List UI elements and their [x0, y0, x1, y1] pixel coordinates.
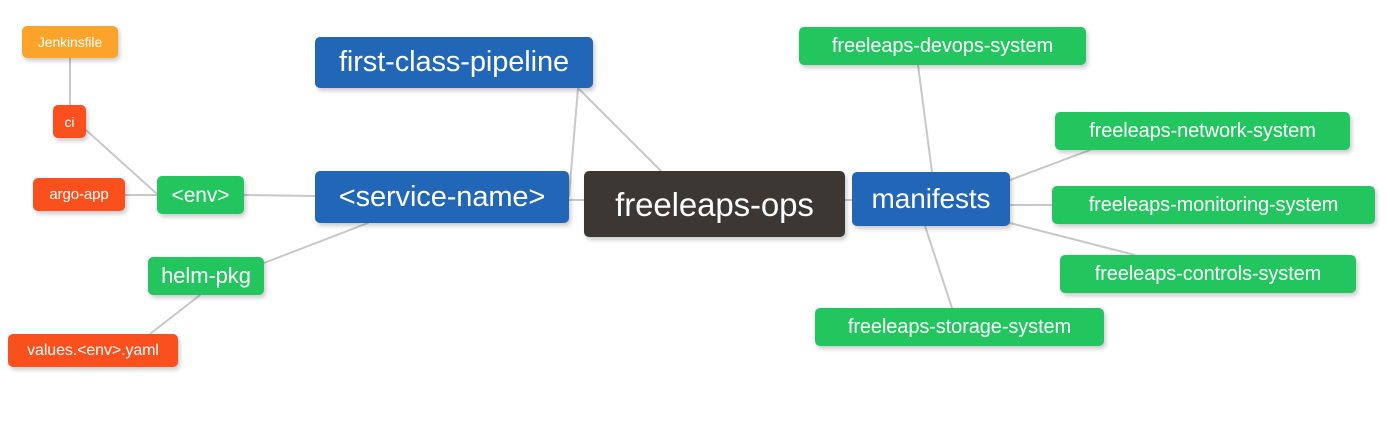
node-freeleaps-controls-system[interactable]: freeleaps-controls-system: [1060, 255, 1356, 293]
node-label-env: <env>: [171, 183, 230, 207]
node-freeleaps-storage-system[interactable]: freeleaps-storage-system: [815, 308, 1104, 346]
node-ci[interactable]: ci: [53, 105, 86, 138]
node-label-values-env-yaml: values.<env>.yaml: [27, 341, 159, 359]
edge-helm-pkg-to-values-env-yaml: [149, 294, 201, 335]
edge-env-to-service-name: [243, 194, 316, 197]
node-label-jenkinsfile: Jenkinsfile: [37, 34, 103, 50]
node-label-freeleaps-network-system: freeleaps-network-system: [1089, 120, 1316, 142]
node-label-freeleaps-controls-system: freeleaps-controls-system: [1094, 263, 1322, 285]
node-label-freeleaps-devops-system: freeleaps-devops-system: [831, 35, 1054, 57]
node-label-argo-app: argo-app: [49, 186, 109, 203]
node-service-name[interactable]: <service-name>: [315, 171, 569, 223]
edge-service-name-to-first-class-pipeline: [568, 87, 579, 197]
edge-manifests-to-freeleaps-controls-system: [1009, 222, 1136, 256]
node-env[interactable]: <env>: [157, 176, 244, 214]
node-freeleaps-monitoring-system[interactable]: freeleaps-monitoring-system: [1052, 186, 1375, 224]
edge-service-name-to-helm-pkg: [263, 222, 369, 264]
node-label-manifests: manifests: [871, 183, 991, 214]
edge-manifests-to-freeleaps-storage-system: [924, 225, 953, 309]
node-values-env-yaml[interactable]: values.<env>.yaml: [8, 334, 178, 367]
node-freeleaps-devops-system[interactable]: freeleaps-devops-system: [799, 27, 1086, 65]
node-label-freeleaps-ops: freeleaps-ops: [615, 185, 814, 223]
node-argo-app[interactable]: argo-app: [33, 178, 125, 211]
node-freeleaps-ops[interactable]: freeleaps-ops: [584, 171, 845, 237]
node-label-helm-pkg: helm-pkg: [161, 263, 251, 288]
node-label-freeleaps-storage-system: freeleaps-storage-system: [847, 316, 1072, 338]
node-label-first-class-pipeline: first-class-pipeline: [338, 46, 570, 78]
node-helm-pkg[interactable]: helm-pkg: [148, 257, 264, 295]
node-label-service-name: <service-name>: [338, 180, 546, 213]
edge-first-class-pipeline-to-freeleaps-ops: [577, 87, 662, 172]
edge-manifests-to-freeleaps-devops-system: [917, 64, 933, 173]
node-first-class-pipeline[interactable]: first-class-pipeline: [315, 37, 593, 88]
node-freeleaps-network-system[interactable]: freeleaps-network-system: [1055, 112, 1350, 150]
node-label-freeleaps-monitoring-system: freeleaps-monitoring-system: [1088, 194, 1339, 216]
node-label-ci: ci: [64, 113, 75, 130]
node-jenkinsfile[interactable]: Jenkinsfile: [22, 26, 118, 58]
edge-manifests-to-freeleaps-network-system: [1009, 149, 1091, 181]
node-manifests[interactable]: manifests: [852, 172, 1010, 226]
